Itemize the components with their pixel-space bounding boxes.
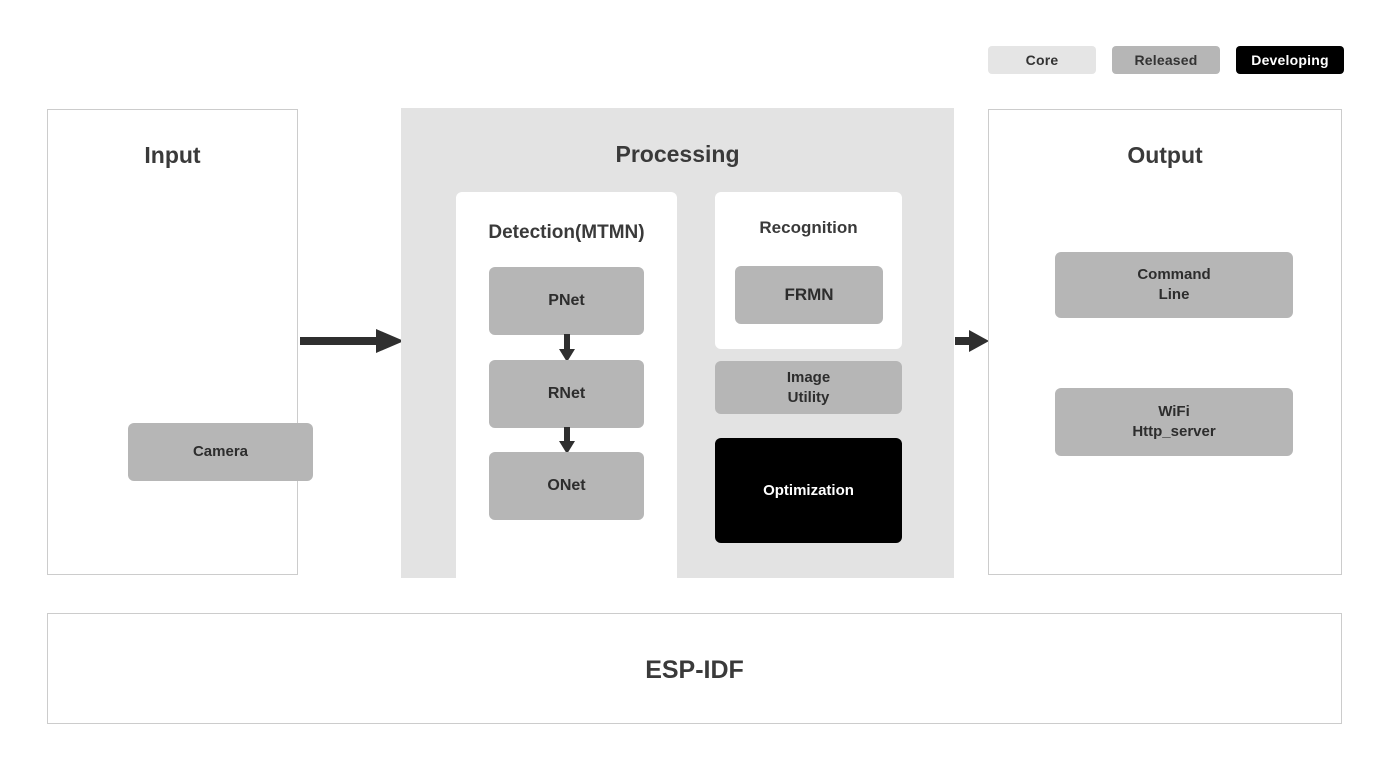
legend-chip-core[interactable]: Core — [988, 46, 1096, 74]
node-pnet[interactable]: PNet — [489, 267, 644, 335]
arrow-pnet-to-rnet — [559, 334, 575, 362]
legend-chip-released[interactable]: Released — [1112, 46, 1220, 74]
node-image-utility-line2: Utility — [787, 388, 830, 406]
detection-subpanel-title: Detection(MTMN) — [488, 222, 645, 243]
node-pnet-label: PNet — [548, 292, 585, 310]
output-panel: Output Command Line WiFi Http_server — [988, 109, 1342, 575]
node-camera-label: Camera — [192, 443, 249, 461]
legend-label-released: Released — [1134, 52, 1198, 68]
node-optimization[interactable]: Optimization — [715, 438, 902, 543]
arrow-rnet-to-onet — [559, 427, 575, 454]
recognition-subpanel-title: Recognition — [759, 218, 858, 237]
detection-subpanel: Detection(MTMN) PNet RNet ONet — [456, 192, 677, 652]
node-onet[interactable]: ONet — [489, 452, 644, 520]
legend-label-core: Core — [1025, 52, 1059, 68]
node-frmn[interactable]: FRMN — [735, 266, 883, 324]
processing-panel: Processing Detection(MTMN) PNet RNet ONe… — [401, 108, 954, 652]
node-rnet-label: RNet — [547, 385, 586, 403]
arrow-input-to-processing — [300, 329, 404, 353]
node-onet-label: ONet — [547, 477, 586, 495]
input-panel-title: Input — [144, 142, 201, 168]
node-image-utility[interactable]: Image Utility — [715, 361, 902, 414]
legend-label-developing: Developing — [1251, 52, 1329, 68]
node-camera[interactable]: Camera — [128, 423, 313, 481]
node-optimization-label: Optimization — [763, 481, 854, 499]
node-frmn-label: FRMN — [784, 284, 834, 304]
legend: Core Released Developing — [988, 46, 1344, 74]
node-command-line-line1: Command — [1137, 266, 1211, 284]
node-image-utility-line1: Image — [786, 368, 831, 386]
node-wifi-http-server-line2: Http_server — [1132, 423, 1216, 440]
node-wifi-http-server[interactable]: WiFi Http_server — [1055, 388, 1293, 456]
output-panel-title: Output — [1127, 142, 1203, 168]
input-panel: Input Camera — [47, 109, 313, 575]
node-wifi-http-server-line1: WiFi — [1158, 403, 1190, 421]
legend-chip-developing[interactable]: Developing — [1236, 46, 1344, 74]
processing-panel-title: Processing — [615, 141, 740, 167]
recognition-subpanel: Recognition FRMN — [715, 192, 902, 349]
arrow-processing-to-output — [955, 330, 989, 352]
esp-idf-label: ESP-IDF — [645, 656, 744, 684]
node-rnet[interactable]: RNet — [489, 360, 644, 428]
node-command-line[interactable]: Command Line — [1055, 252, 1293, 318]
esp-idf-panel: ESP-IDF — [47, 613, 1342, 724]
node-command-line-line2: Line — [1158, 286, 1190, 303]
